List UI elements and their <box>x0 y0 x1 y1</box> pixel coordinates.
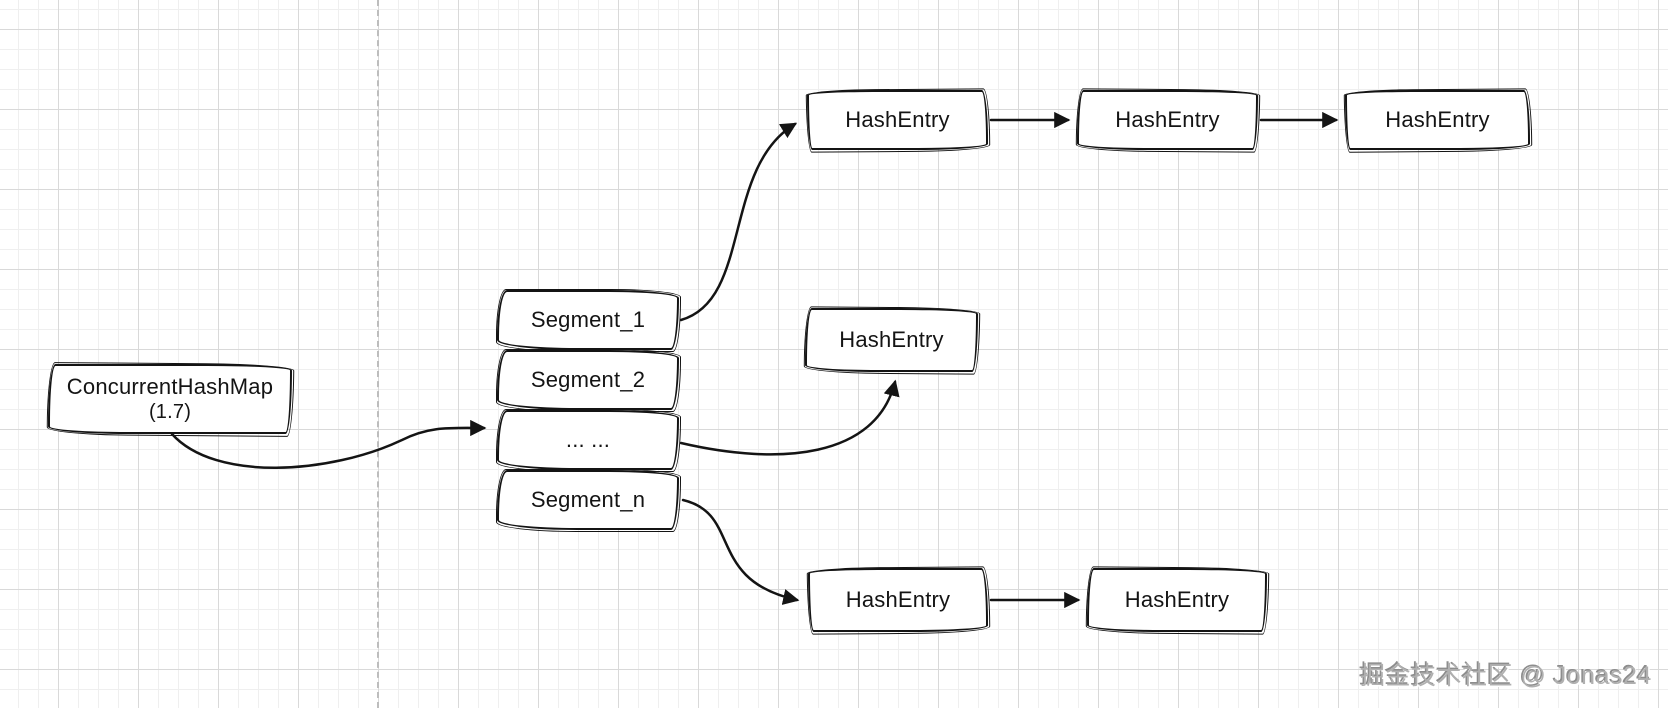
node-hashentry-top-3: HashEntry <box>1345 90 1530 150</box>
edge-dots-to-middle-hashentry <box>679 379 900 456</box>
node-segment-n: Segment_n <box>495 468 681 532</box>
node-hashentry-top-1: HashEntry <box>807 90 988 150</box>
node-hashentry-bottom-1: HashEntry <box>808 568 988 632</box>
node-segment-dots-label: ... ... <box>565 427 611 453</box>
node-hashentry-top-2: HashEntry <box>1077 90 1258 150</box>
node-hashentry-top-2-label: HashEntry <box>1115 107 1220 133</box>
node-hashentry-middle-1-label: HashEntry <box>839 327 944 353</box>
node-hashentry-bottom-2-label: HashEntry <box>1124 587 1230 613</box>
page-boundary-dashed-line <box>377 0 379 708</box>
node-hashentry-middle-1: HashEntry <box>805 308 978 372</box>
node-segment-dots: ... ... <box>495 408 681 472</box>
node-segment-n-label: Segment_n <box>530 487 646 513</box>
node-segment-2-label: Segment_2 <box>530 367 646 393</box>
node-hashentry-bottom-1-label: HashEntry <box>845 587 951 613</box>
edge-segment1-to-hashentry <box>679 122 798 322</box>
node-segment-2: Segment_2 <box>495 348 681 412</box>
node-hashentry-top-1-label: HashEntry <box>845 107 950 133</box>
edge-segmentn-to-bottom-hashentry <box>681 498 800 605</box>
node-hashentry-top-3-label: HashEntry <box>1385 107 1490 133</box>
node-segment-1: Segment_1 <box>495 288 681 352</box>
node-concurrenthashmap-label: ConcurrentHashMap <box>66 373 274 399</box>
node-hashentry-bottom-2: HashEntry <box>1087 568 1267 632</box>
node-segment-1-label: Segment_1 <box>530 307 646 333</box>
watermark: 掘金技术社区 @ Jonas24 <box>1360 662 1652 690</box>
node-concurrenthashmap: ConcurrentHashMap (1.7) <box>48 364 292 434</box>
node-concurrenthashmap-version: (1.7) <box>148 401 192 424</box>
